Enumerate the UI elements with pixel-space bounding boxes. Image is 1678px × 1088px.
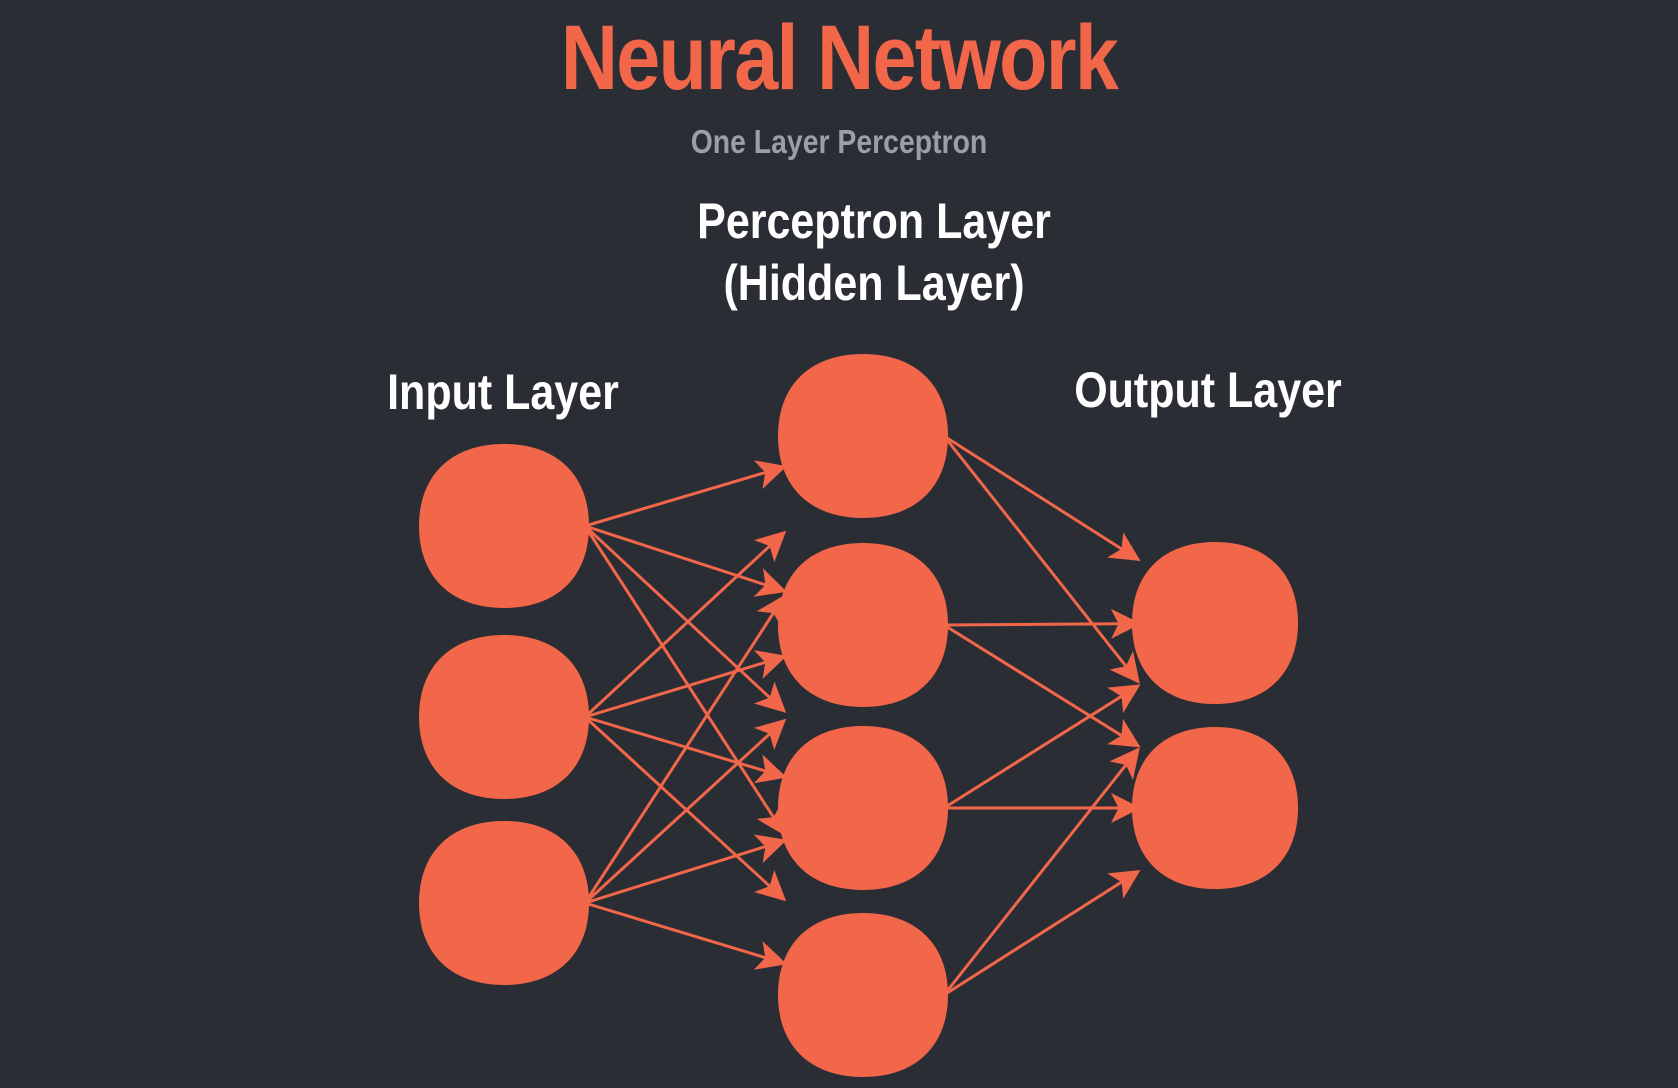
edge-input-2-hidden-4: [583, 715, 787, 902]
diagram-title: Neural Network: [560, 7, 1119, 109]
output-node-2: [1132, 727, 1298, 889]
edge-hidden-3-output-1: [943, 684, 1141, 810]
hidden-layer-label-line2: (Hidden Layer): [723, 255, 1025, 311]
edge-input-1-hidden-2: [584, 524, 787, 597]
edge-input-3-hidden-1: [583, 594, 786, 904]
input-node-3: [419, 821, 589, 985]
edge-input-2-hidden-2: [584, 650, 787, 719]
edge-input-3-hidden-2: [583, 718, 787, 905]
edge-input-3-hidden-3: [584, 834, 787, 905]
edge-input-1-hidden-1: [584, 460, 787, 528]
network-nodes: [419, 354, 1298, 1077]
hidden-node-2: [778, 543, 948, 707]
diagram-subtitle: One Layer Perceptron: [690, 123, 988, 160]
hidden-layer-label-line1: Perceptron Layer: [697, 193, 1051, 249]
edge-input-3-hidden-4: [584, 901, 787, 970]
edge-input-1-hidden-3: [583, 524, 787, 713]
connection-edges: [583, 434, 1141, 997]
edge-hidden-4-output-2: [943, 870, 1141, 997]
edge-hidden-2-output-1: [943, 608, 1141, 639]
edge-input-2-hidden-1: [583, 530, 787, 719]
hidden-node-3: [778, 726, 948, 890]
hidden-node-1: [778, 354, 948, 518]
output-node-1: [1132, 542, 1298, 704]
edge-hidden-4-output-1: [942, 747, 1140, 996]
edge-input-2-hidden-3: [584, 715, 787, 784]
output-layer-label: Output Layer: [1074, 362, 1342, 418]
hidden-layer-label: Perceptron Layer (Hidden Layer): [616, 190, 1132, 314]
hidden-node-4: [778, 913, 948, 1077]
input-node-2: [419, 635, 589, 799]
edge-hidden-1-output-1: [943, 434, 1141, 561]
input-node-1: [419, 444, 589, 608]
edge-hidden-2-output-2: [943, 623, 1141, 748]
edge-hidden-1-output-2: [942, 435, 1140, 684]
input-layer-label: Input Layer: [387, 364, 619, 420]
edge-input-1-hidden-4: [583, 525, 786, 836]
